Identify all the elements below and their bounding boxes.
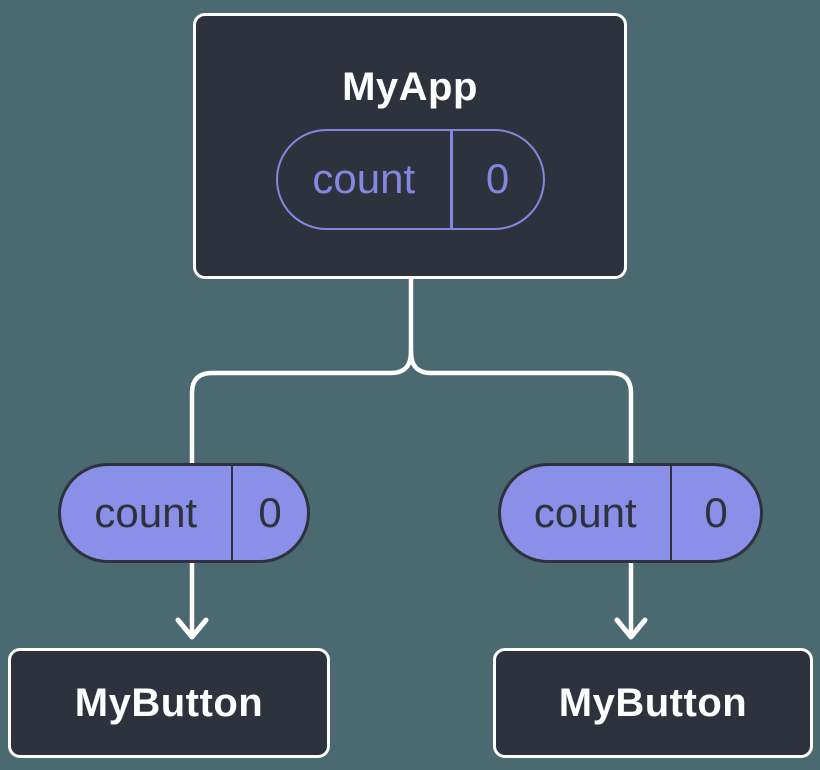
prop-pill-root: count 0	[275, 128, 545, 230]
pill-divider	[230, 466, 233, 560]
connector-branch-right	[408, 349, 634, 639]
arrowhead-left-icon	[175, 617, 209, 640]
pill-divider	[450, 130, 453, 228]
node-mybutton-left: MyButton	[8, 648, 330, 758]
pill-divider	[669, 466, 672, 560]
node-mybutton-left-label: MyButton	[74, 681, 264, 725]
connector-branch-left	[189, 349, 414, 639]
node-myapp-label: MyApp	[342, 64, 478, 109]
prop-value: 0	[704, 489, 728, 536]
arrowhead-right-icon	[614, 617, 648, 640]
prop-value: 0	[258, 489, 282, 536]
node-mybutton-right: MyButton	[493, 648, 813, 758]
node-myapp: MyApp count 0	[193, 13, 627, 279]
prop-name: count	[94, 489, 198, 536]
node-mybutton-right-label: MyButton	[558, 681, 748, 725]
prop-pill-left: count 0	[58, 463, 310, 563]
prop-value: 0	[485, 155, 510, 202]
prop-name: count	[312, 155, 416, 202]
prop-pill-right: count 0	[498, 463, 763, 563]
prop-name: count	[533, 489, 637, 536]
